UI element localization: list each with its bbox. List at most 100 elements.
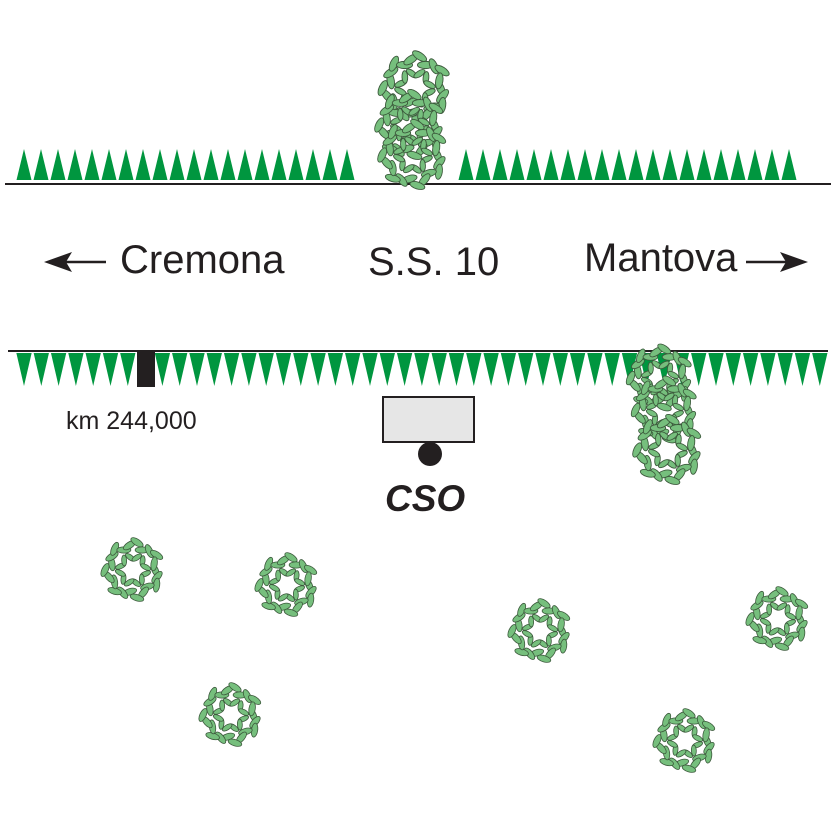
hedge-spike: [186, 149, 202, 180]
road-name-label: S.S. 10: [368, 240, 499, 284]
hedge-spike: [396, 353, 413, 386]
hedge-spike: [552, 353, 568, 386]
hedge-spike: [293, 353, 309, 386]
hedge-spike: [691, 353, 707, 386]
hedge-spike: [189, 353, 205, 386]
hedge-spike: [310, 353, 326, 386]
east-arrow-icon: [746, 252, 808, 272]
hedge-spike: [509, 149, 525, 180]
hedge-spike: [275, 353, 292, 386]
hedge-spike: [535, 353, 551, 386]
hedge-spike: [781, 149, 797, 180]
hedge-spike: [414, 353, 430, 386]
hedge-north-icon: [16, 149, 797, 180]
hedge-spike: [172, 353, 188, 386]
hedge-spike: [154, 353, 171, 386]
hedge-spike: [760, 353, 776, 386]
hedge-spike: [679, 149, 695, 180]
hedge-spike: [206, 353, 222, 386]
hedge-spike: [730, 149, 746, 180]
tree-icon: [743, 584, 810, 653]
hedge-spike: [747, 149, 763, 180]
hedge-spike: [241, 353, 257, 386]
hedge-spike: [611, 149, 627, 180]
hedge-spike: [101, 149, 117, 180]
hedge-spike: [708, 353, 724, 386]
hedge-spike: [621, 353, 638, 386]
hedge-spike: [223, 353, 240, 386]
tree-icon: [252, 550, 319, 619]
hedge-spike: [16, 149, 32, 180]
hedge-spike: [120, 353, 136, 386]
hedge-spike: [777, 353, 793, 386]
milestone-marker-icon: [137, 351, 155, 387]
hedge-spike: [492, 149, 508, 180]
hedge-spike: [587, 353, 603, 386]
hedge-spike: [288, 149, 304, 180]
hedge-spike: [794, 353, 811, 386]
hedge-spike: [483, 353, 499, 386]
tree-icon: [98, 535, 165, 604]
hedge-spike: [431, 353, 447, 386]
hedge-spike: [327, 353, 344, 386]
hedge-spike: [362, 353, 378, 386]
hedge-spike: [50, 353, 67, 386]
west-arrow-icon: [44, 252, 106, 272]
hedge-spike: [725, 353, 741, 386]
station-building-icon: [382, 396, 475, 443]
hedge-spike: [604, 353, 620, 386]
hedge-spike: [662, 149, 678, 180]
hedge-spike: [152, 149, 168, 180]
hedge-spike: [475, 149, 491, 180]
hedge-spike: [102, 353, 119, 386]
hedge-spike: [84, 149, 100, 180]
tree-icon: [505, 596, 572, 665]
hedge-spike: [526, 149, 542, 180]
station-point-icon: [418, 442, 442, 466]
hedge-spike: [220, 149, 236, 180]
hedge-spike: [16, 353, 32, 386]
hedge-spike: [33, 353, 49, 386]
west-destination-label: Cremona: [120, 238, 285, 282]
hedge-spike: [345, 353, 361, 386]
hedge-spike: [466, 353, 482, 386]
hedge-spike: [305, 149, 321, 180]
hedge-spike: [203, 149, 219, 180]
station-label: CSO: [385, 478, 465, 519]
hedge-spike: [237, 149, 253, 180]
hedge-spike: [645, 149, 661, 180]
milestone-label: km 244,000: [66, 407, 197, 435]
tree-icon: [650, 706, 717, 775]
hedge-spike: [577, 149, 593, 180]
hedge-spike: [628, 149, 644, 180]
hedge-spike: [33, 149, 49, 180]
hedge-spike: [448, 353, 465, 386]
hedge-spike: [68, 353, 84, 386]
hedge-spike: [67, 149, 83, 180]
hedge-spike: [764, 149, 780, 180]
hedge-spike: [560, 149, 576, 180]
hedge-spike: [742, 353, 759, 386]
tree-icon: [196, 680, 263, 749]
hedge-spike: [379, 353, 395, 386]
hedge-spike: [169, 149, 185, 180]
hedge-spike: [543, 149, 559, 180]
hedge-spike: [254, 149, 270, 180]
hedge-spike: [135, 149, 151, 180]
hedge-spike: [258, 353, 274, 386]
hedge-spike: [50, 149, 66, 180]
hedge-spike: [713, 149, 729, 180]
hedge-spike: [118, 149, 134, 180]
hedge-spike: [812, 353, 828, 386]
hedge-spike: [339, 149, 355, 180]
hedge-spike: [594, 149, 610, 180]
hedge-spike: [458, 149, 474, 180]
hedge-spike: [518, 353, 534, 386]
hedge-spike: [322, 149, 338, 180]
hedge-spike: [271, 149, 287, 180]
hedge-south-icon: [16, 353, 828, 386]
hedge-spike: [85, 353, 101, 386]
east-destination-label: Mantova: [584, 236, 738, 280]
hedge-spike: [696, 149, 712, 180]
